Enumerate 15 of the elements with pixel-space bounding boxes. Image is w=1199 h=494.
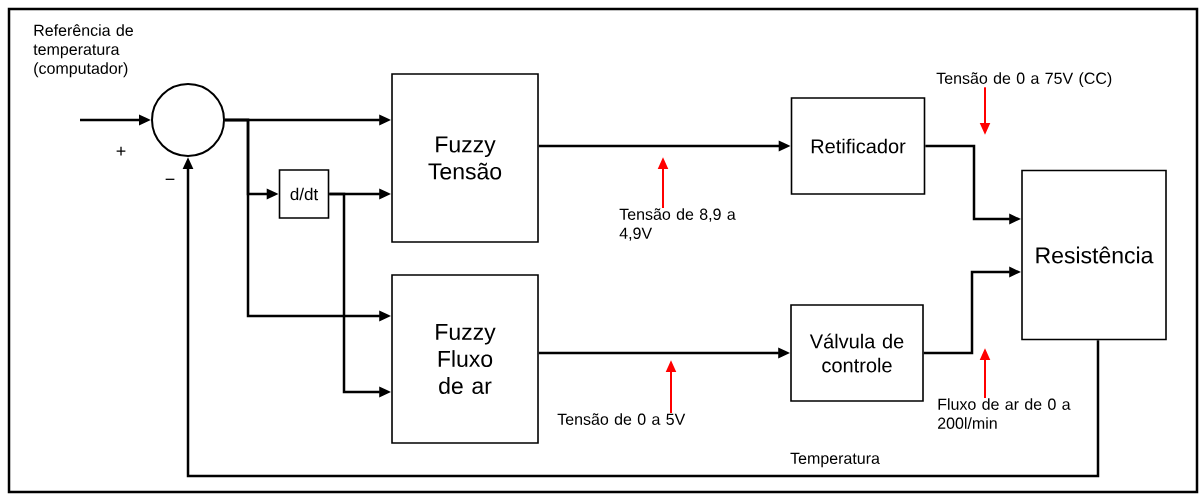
- edge-label: Temperatura: [789, 451, 881, 469]
- sign-label: +: [116, 146, 126, 156]
- input-label: Referência de temperatura (computador): [33, 24, 133, 78]
- process-box: d/dt: [278, 169, 330, 219]
- sign-label: −: [165, 178, 175, 180]
- process-box: Válvula de controle: [790, 304, 924, 402]
- process-box: Resistência: [1021, 169, 1167, 341]
- annotation-text: Tensão de 0 a 75V (CC): [936, 72, 1112, 88]
- annotation-text: Tensão de 8,9 a 4,9V: [619, 208, 736, 241]
- process-box: Fuzzy Tensão: [391, 73, 539, 243]
- annotation-text: Fluxo de ar de 0 a 200l/min: [938, 398, 1071, 429]
- summing-junction: [151, 83, 225, 157]
- annotation-text: Tensão de 0 a 5V: [557, 413, 686, 425]
- process-box: Fuzzy Fluxo de ar: [391, 274, 539, 444]
- process-box: Retificador: [790, 97, 926, 195]
